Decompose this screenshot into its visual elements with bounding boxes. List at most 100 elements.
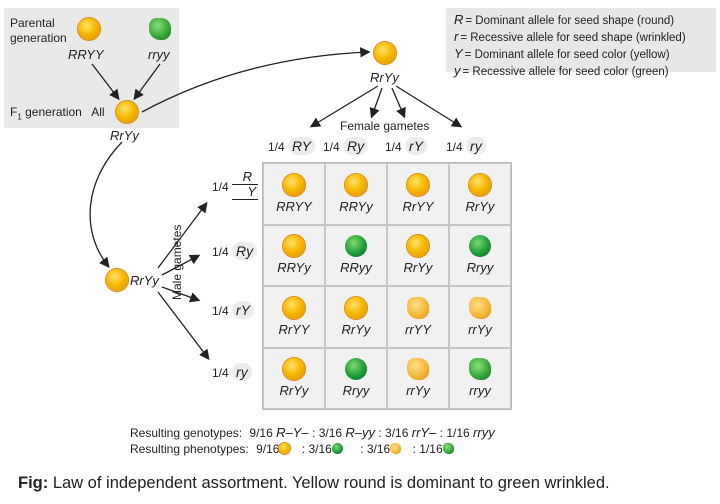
parental-generation-label: Parental generation xyxy=(10,16,67,46)
parental-label-line2: generation xyxy=(10,31,67,45)
yellow-round-pea-icon xyxy=(469,173,491,196)
genotype-value: rryy xyxy=(473,425,495,440)
gamete-fraction: 1/4 xyxy=(446,140,463,154)
separator: : xyxy=(301,442,306,456)
cell-genotype: RrYy xyxy=(465,198,495,214)
punnett-cell: rrYy xyxy=(387,347,449,409)
green-wrinkled-pea-icon xyxy=(442,443,454,454)
parent-genotype-recessive: rryy xyxy=(148,47,170,62)
punnett-cell: RRyy xyxy=(325,224,387,286)
gamete-fraction: 1/4 xyxy=(385,140,402,154)
arrow xyxy=(157,291,210,361)
phenotypes-label: Resulting phenotypes: xyxy=(130,442,249,456)
green-round-pea-icon xyxy=(345,358,367,381)
caption-text: Law of independent assortment. Yellow ro… xyxy=(48,474,610,492)
punnett-cell: RrYy xyxy=(387,224,449,286)
punnett-cell: Rryy xyxy=(325,347,387,409)
separator: : xyxy=(412,442,416,456)
male-gamete: 1/4 rY xyxy=(212,301,255,319)
phenotype-fraction: 3/16 xyxy=(366,442,391,456)
f1-all-label: All xyxy=(91,105,105,119)
gamete-top-allele: R xyxy=(232,170,258,185)
gamete-fraction: 1/4 xyxy=(212,245,229,259)
gamete-alleles: Ry xyxy=(232,242,258,260)
gamete-alleles: rY xyxy=(405,137,428,155)
arrow xyxy=(157,201,208,269)
punnett-cell: RRYy xyxy=(325,163,387,225)
yellow-wrinkled-pea-icon xyxy=(469,296,491,319)
separator: : xyxy=(378,426,382,440)
yellow-round-pea-icon xyxy=(279,443,291,454)
legend-symbol: Y xyxy=(454,46,463,61)
caption-prefix: Fig: xyxy=(18,474,49,492)
f1-letter: F xyxy=(10,105,18,119)
male-parent-pea-icon xyxy=(106,269,128,291)
yellow-round-pea-icon xyxy=(407,235,429,258)
legend-symbol: y xyxy=(454,63,461,78)
f1-generation-label: F1 generation All xyxy=(10,105,105,121)
phenotype-fraction: 1/16 xyxy=(419,442,443,456)
punnett-cell: RRYy xyxy=(263,224,325,286)
yellow-round-pea-icon xyxy=(283,173,305,196)
arrow xyxy=(161,254,201,276)
arrow xyxy=(133,63,161,101)
punnett-cell: RrYy xyxy=(325,286,387,348)
genotype-fraction: 3/16 xyxy=(385,426,409,440)
cell-genotype: RrYy xyxy=(403,260,433,276)
yellow-round-pea-icon xyxy=(345,296,367,319)
cell-genotype: RRYy xyxy=(277,260,311,276)
phenotype-fraction: 9/16 xyxy=(256,442,280,456)
legend-text: = Dominant allele for seed shape (round) xyxy=(465,15,675,27)
arrow xyxy=(369,87,383,119)
genotype-value: R–yy xyxy=(345,425,376,440)
genotype-value: R–Y– xyxy=(276,425,309,440)
yellow-round-pea-icon xyxy=(283,296,305,319)
punnett-cell: RrYY xyxy=(263,286,325,348)
punnett-cell: RrYy xyxy=(449,163,511,225)
punnett-cell: rrYY xyxy=(387,286,449,348)
punnett-cell: rryy xyxy=(449,347,511,409)
yellow-round-pea-icon xyxy=(283,358,305,381)
male-parent-genotype: RrYy xyxy=(130,273,159,288)
punnett-cell: rrYy xyxy=(449,286,511,348)
gamete-alleles: Ry xyxy=(343,137,369,155)
arrow xyxy=(309,85,379,128)
legend-symbol: R xyxy=(454,12,464,27)
female-parent-pea-icon xyxy=(374,42,396,64)
punnett-cell: Rryy xyxy=(449,224,511,286)
female-parent-genotype: RrYy xyxy=(370,70,399,85)
cell-genotype: RrYy xyxy=(341,321,371,337)
separator: : xyxy=(312,426,316,440)
gamete-bottom-allele: Y xyxy=(232,185,258,200)
male-gamete: 1/4 ry xyxy=(212,363,252,381)
separator: : xyxy=(360,442,364,456)
punnett-cell: RRYY xyxy=(263,163,325,225)
gamete-fraction: 1/4 xyxy=(212,366,229,380)
male-gamete: 1/4 Ry xyxy=(212,242,258,260)
green-round-pea-icon xyxy=(331,443,343,454)
punnett-cell: RrYY xyxy=(387,163,449,225)
cell-genotype: RRYy xyxy=(339,198,373,214)
green-wrinkled-pea-icon xyxy=(149,18,171,40)
gamete-alleles: rY xyxy=(232,301,255,319)
gamete-fraction: 1/4 xyxy=(268,140,285,154)
cell-genotype: RrYy xyxy=(279,383,309,399)
parent-genotype-rryy-dominant: RRYY xyxy=(68,47,104,62)
resulting-phenotypes: Resulting phenotypes: 9/16 : 3/16 : 3/16… xyxy=(130,442,454,456)
genotype-fraction: 1/16 xyxy=(446,426,470,440)
female-gamete: 1/4 ry xyxy=(446,137,486,155)
allele-legend: R= Dominant allele for seed shape (round… xyxy=(446,8,716,78)
f1-rest: generation xyxy=(21,105,82,119)
arrow xyxy=(161,286,201,303)
gamete-alleles: RY xyxy=(288,137,315,155)
green-wrinkled-pea-icon xyxy=(469,358,491,381)
legend-item: Y= Dominant allele for seed color (yello… xyxy=(454,46,716,63)
cell-genotype: rrYY xyxy=(405,321,431,337)
cell-genotype: rryy xyxy=(469,383,491,399)
arrow xyxy=(395,85,463,128)
gamete-fraction: 1/4 xyxy=(212,180,229,194)
female-gamete: 1/4 Ry xyxy=(323,137,369,155)
figure-caption: Fig: Law of independent assortment. Yell… xyxy=(18,474,610,493)
yellow-round-pea-icon xyxy=(283,235,305,258)
arrow xyxy=(391,87,406,119)
